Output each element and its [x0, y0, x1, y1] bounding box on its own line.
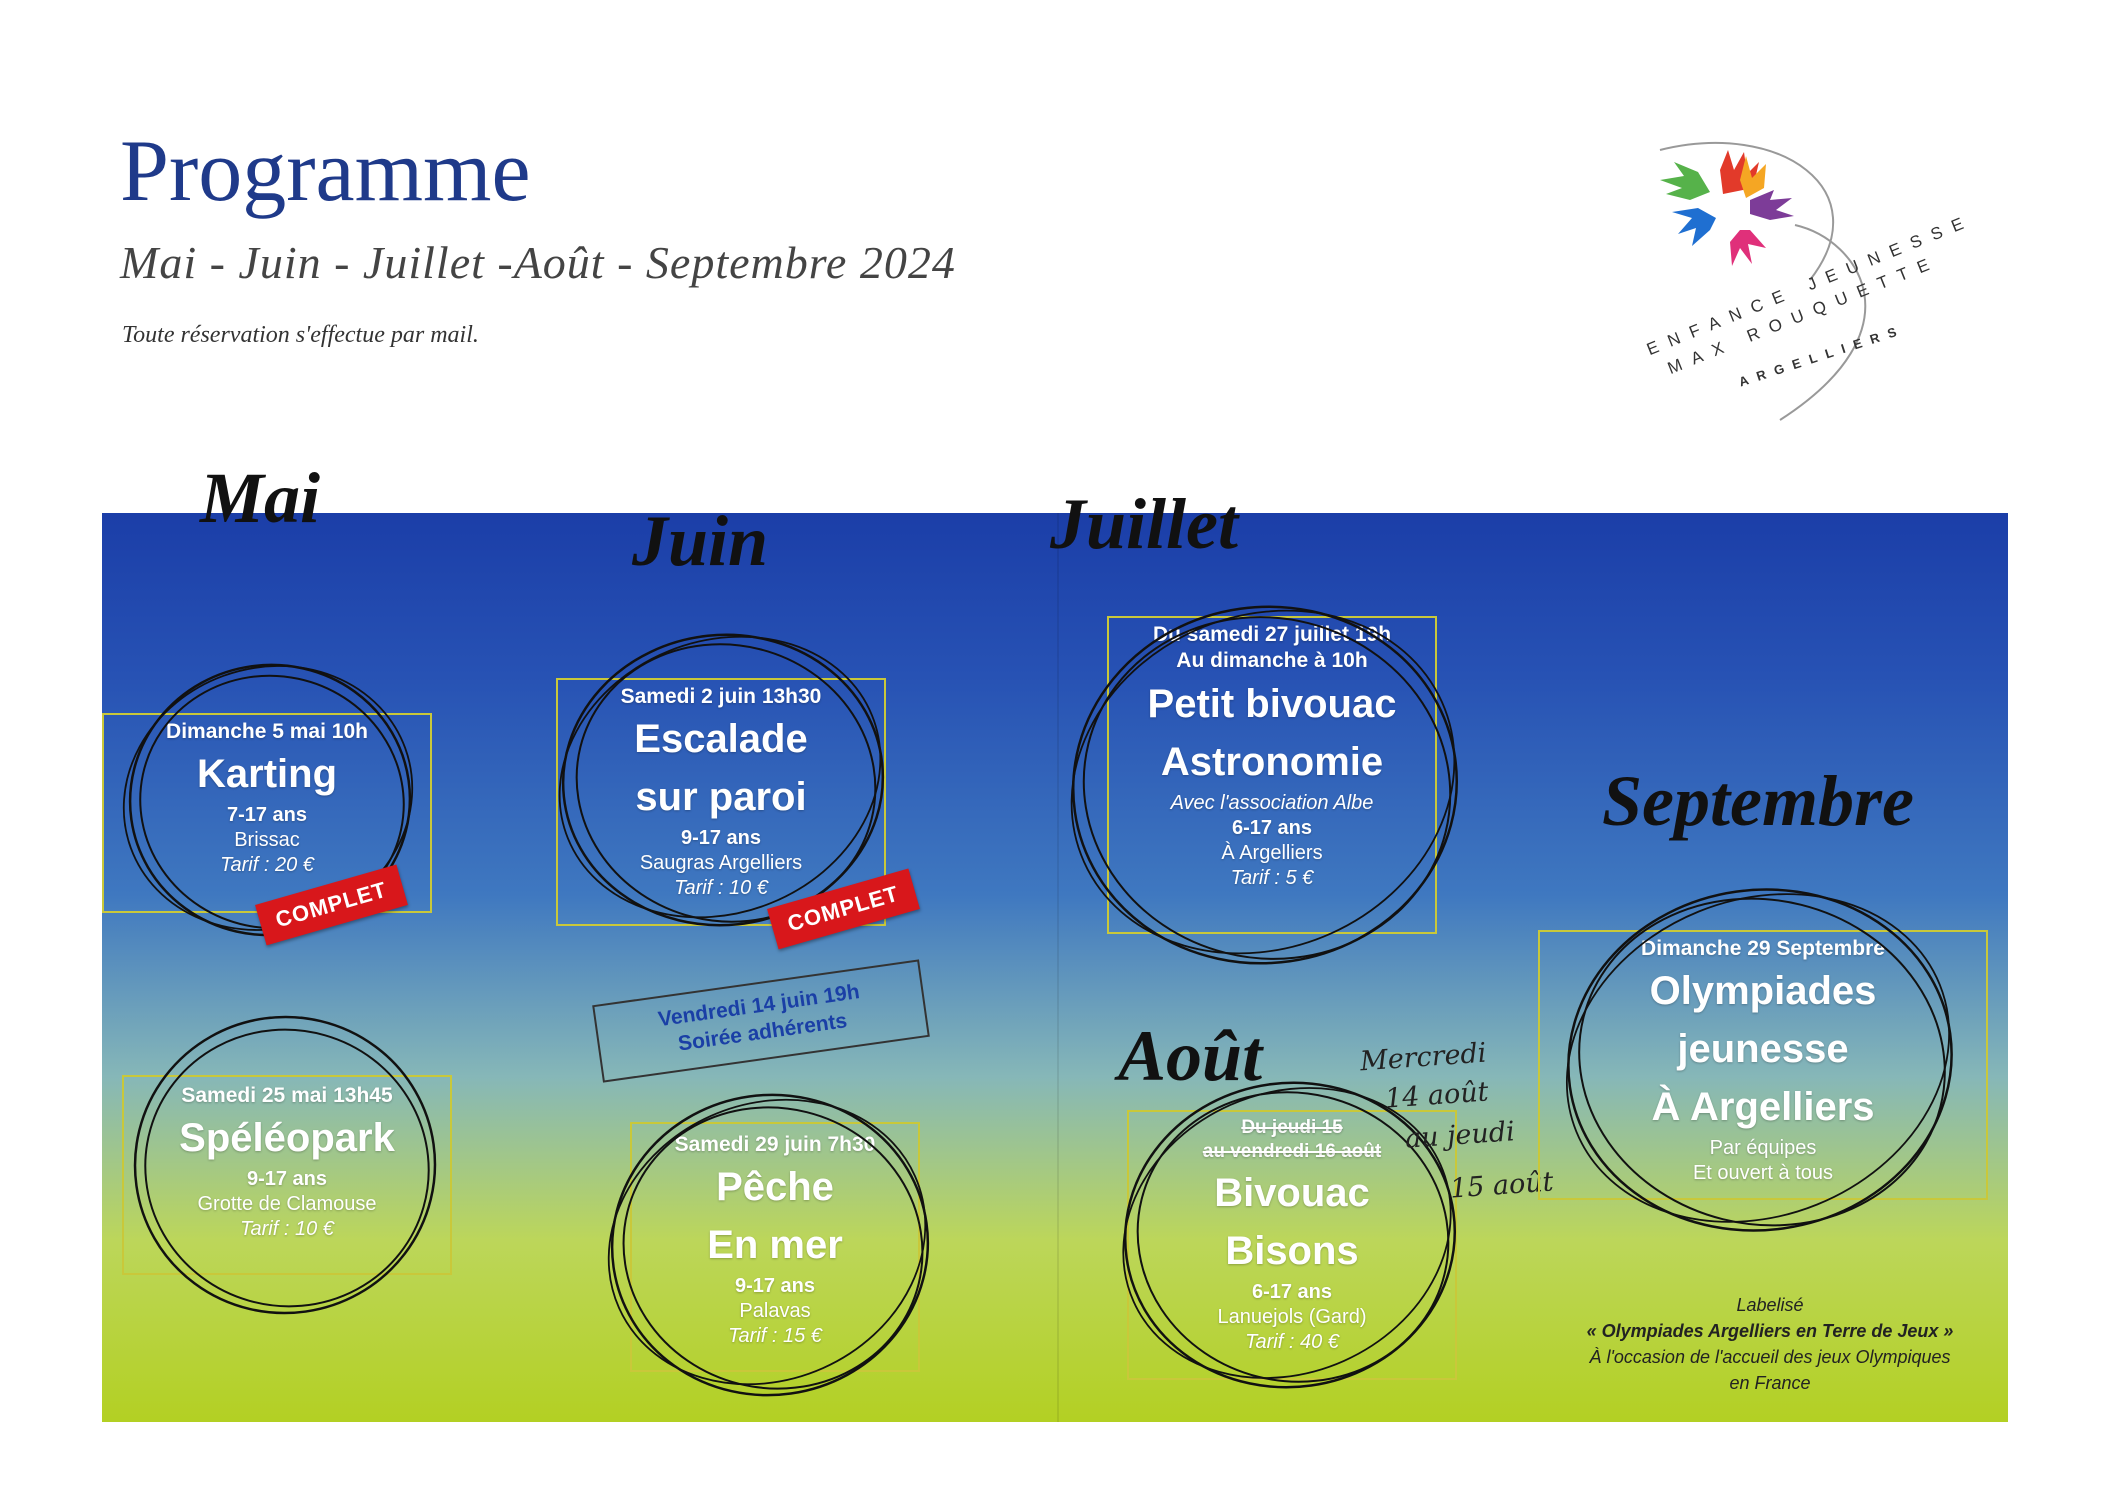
label-line-3: À l'occasion de l'accueil des jeux Olymp… [1589, 1347, 1951, 1368]
colored-hands-icon [1659, 141, 1867, 421]
event-association: Avec l'association Albe [1170, 791, 1374, 814]
event-name-2: Bisons [1225, 1228, 1359, 1273]
month-juin: Juin [632, 501, 769, 581]
month-septembre: Septembre [1602, 761, 1914, 841]
fold-line [1057, 513, 1059, 1422]
month-mai: Mai [200, 458, 321, 538]
event-name-2: sur paroi [635, 775, 807, 820]
event-name-2: Astronomie [1160, 739, 1384, 784]
event-detail-2: Et ouvert à tous [1692, 1162, 1834, 1185]
event-name-1: Petit bivouac [1147, 681, 1397, 726]
event-date: Samedi 2 juin 13h30 [620, 685, 822, 708]
event-name-2: jeunesse [1677, 1027, 1849, 1072]
label-line-2: « Olympiades Argelliers en Terre de Jeux… [1586, 1321, 1954, 1342]
event-place: À Argelliers [1221, 841, 1323, 864]
event-name-1: Pêche [716, 1165, 834, 1210]
event-price: Tarif : 15 € [728, 1325, 822, 1348]
event-place: Brissac [234, 829, 300, 852]
event-date-2: Au dimanche à 10h [1176, 649, 1368, 673]
event-name-2: En mer [707, 1223, 843, 1268]
reservation-note: Toute réservation s'effectue par mail. [122, 322, 479, 348]
label-line-1: Labelisé [1736, 1295, 1804, 1315]
label-line-4: en France [1729, 1373, 1811, 1394]
label-olympiades: Labelisé « Olympiades Argelliers en Terr… [1540, 1292, 2000, 1396]
event-age: 9-17 ans [734, 1275, 816, 1298]
event-card-peche: Samedi 29 juin 7h30 Pêche En mer 9-17 an… [630, 1122, 920, 1372]
event-name: Spéléopark [179, 1116, 395, 1161]
event-name-1: Escalade [634, 717, 808, 762]
event-price: Tarif : 5 € [1230, 866, 1314, 889]
event-name-1: Olympiades [1649, 969, 1877, 1014]
month-juillet: Juillet [1050, 484, 1239, 564]
event-price: Tarif : 10 € [240, 1218, 334, 1241]
event-age: 6-17 ans [1251, 1280, 1333, 1303]
event-name: Karting [197, 752, 337, 797]
event-card-bivouac-astronomie: Du samedi 27 juillet 19h Au dimanche à 1… [1107, 616, 1437, 934]
event-date: Dimanche 29 Septembre [1641, 937, 1885, 960]
event-price: Tarif : 40 € [1245, 1330, 1339, 1353]
event-place: Palavas [739, 1300, 811, 1323]
event-age: 9-17 ans [246, 1168, 328, 1191]
page-subtitle: Mai - Juin - Juillet -Août - Septembre 2… [120, 237, 956, 288]
event-name-1: Bivouac [1214, 1170, 1370, 1215]
event-age: 6-17 ans [1231, 816, 1313, 839]
event-detail-1: Par équipes [1709, 1137, 1817, 1160]
page-title: Programme [120, 123, 531, 220]
event-date: Dimanche 5 mai 10h [166, 720, 368, 743]
event-age: 9-17 ans [680, 827, 762, 850]
month-aout: Août [1118, 1016, 1263, 1096]
event-name-3: À Argelliers [1651, 1085, 1875, 1130]
event-place: Lanuejols (Gard) [1217, 1305, 1367, 1328]
event-date: Samedi 25 mai 13h45 [181, 1084, 393, 1107]
event-card-speleopark: Samedi 25 mai 13h45 Spéléopark 9-17 ans … [122, 1075, 452, 1275]
event-date: Samedi 29 juin 7h30 [674, 1133, 876, 1156]
event-age: 7-17 ans [226, 804, 308, 827]
event-place: Grotte de Clamouse [197, 1193, 377, 1216]
handwritten-note-line-2: 14 août [1384, 1076, 1490, 1115]
logo: ENFANCE JEUNESSE MAX ROUQUETTE ARGELLIER… [1620, 130, 2000, 430]
event-card-olympiades: Dimanche 29 Septembre Olympiades jeuness… [1538, 930, 1988, 1200]
event-place: Saugras Argelliers [639, 852, 803, 875]
event-date-1: Du samedi 27 juillet 19h [1152, 623, 1392, 646]
